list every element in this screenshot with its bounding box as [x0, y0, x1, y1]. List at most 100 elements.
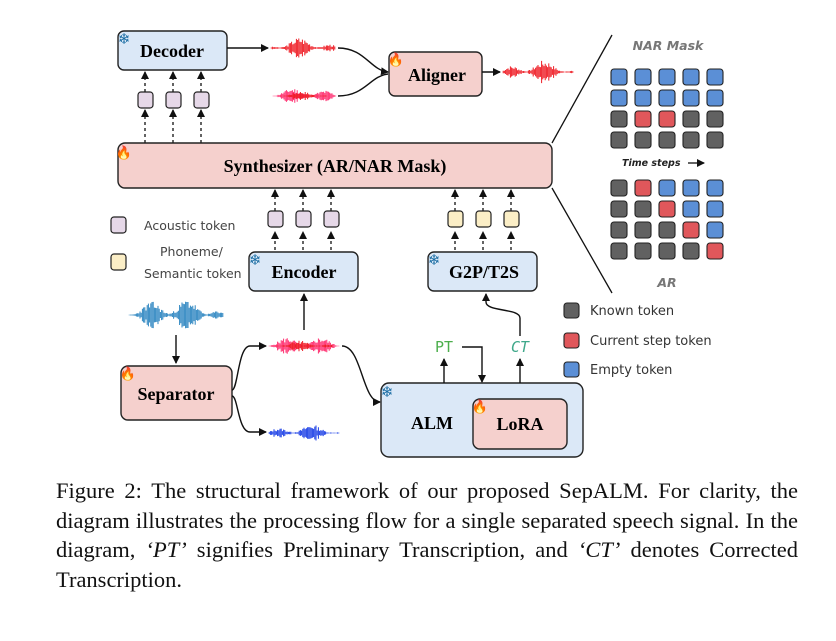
nar-token-cell: [634, 110, 652, 128]
ar-token-cell: [634, 221, 652, 239]
status-legend: Known token Current step token Empty tok…: [563, 302, 712, 378]
ar-token-cell: [634, 179, 652, 197]
fire-icon: 🔥: [116, 145, 132, 160]
caption-part-3: denotes Corrected Transcription.: [56, 537, 799, 592]
separator-out-arrow-2: [231, 395, 267, 436]
decoder-module: Decoder: [117, 30, 228, 71]
encoder-module: Encoder: [248, 251, 359, 292]
ar-token-cell: [706, 200, 724, 218]
snowflake-icon: ❄: [428, 253, 441, 269]
aligned-speech-waveform: [502, 60, 574, 84]
caption-part-2: signifies Preliminary Transcription, and: [186, 537, 578, 562]
separated-speech-waveform-top: [272, 89, 337, 103]
speech-to-alm-arrow: [341, 345, 381, 406]
nar-token-cell: [682, 131, 700, 149]
separator-out-arrow-1: [231, 342, 267, 391]
nar-token-cell: [682, 68, 700, 86]
ar-token-cell: [658, 242, 676, 260]
ar-token-cell: [706, 179, 724, 197]
nar-token-cell: [634, 68, 652, 86]
aligner-in-arrow-2: [337, 73, 389, 97]
ar-token-cell: [706, 221, 724, 239]
ar-token-cell: [682, 200, 700, 218]
ar-title: AR: [656, 275, 676, 290]
nar-mask-grid: [610, 68, 724, 149]
nar-token-cell: [658, 131, 676, 149]
ar-token-cell: [610, 221, 628, 239]
decoder-acoustic-tokens: [137, 91, 210, 109]
zoom-line-top: [551, 34, 613, 144]
ar-token-cell: [610, 242, 628, 260]
current-token-swatch: [563, 332, 580, 349]
g2p-module: G2P/T2S: [427, 251, 538, 292]
nar-token-cell: [634, 89, 652, 107]
pt-label: PT: [435, 338, 453, 356]
caption-pt-term: ‘PT’: [145, 537, 187, 562]
fire-icon: 🔥: [472, 399, 488, 414]
snowflake-icon: ❄: [381, 385, 394, 401]
g2p-token-arrows: [451, 189, 515, 250]
encoder-token-arrows: [271, 189, 335, 250]
phoneme-token-label-2: Semantic token: [144, 266, 242, 281]
nar-token-cell: [634, 131, 652, 149]
pt-to-lora-arrow: [462, 346, 486, 383]
lora-module: LoRA: [472, 398, 568, 450]
nar-mask-title: NAR Mask: [633, 38, 704, 53]
encoder-label: Encoder: [272, 262, 337, 282]
ar-token-cell: [682, 221, 700, 239]
aligner-in-arrow-1: [337, 47, 389, 76]
nar-token-cell: [706, 68, 724, 86]
phoneme-token-swatch: [110, 253, 127, 271]
g2p-label: G2P/T2S: [449, 262, 519, 282]
caption-ct-term: ‘CT’: [577, 537, 621, 562]
nar-token-cell: [610, 110, 628, 128]
fire-icon: 🔥: [388, 52, 404, 67]
separator-label: Separator: [138, 384, 215, 404]
separated-speech-waveform-2: [268, 425, 340, 441]
alm-label: ALM: [411, 413, 453, 433]
phoneme-token-label-1: Phoneme/: [160, 244, 224, 259]
current-token-label: Current step token: [590, 334, 712, 349]
separator-module: Separator: [120, 365, 233, 421]
g2p-phoneme-tokens: [447, 210, 520, 228]
ar-token-cell: [658, 200, 676, 218]
zoom-line-bottom: [551, 187, 613, 294]
empty-token-label: Empty token: [590, 363, 672, 378]
aligner-module: Aligner: [388, 51, 483, 97]
known-token-label: Known token: [590, 304, 674, 319]
nar-token-cell: [682, 89, 700, 107]
ar-token-cell: [610, 179, 628, 197]
fire-icon: 🔥: [120, 366, 136, 381]
nar-token-cell: [610, 131, 628, 149]
acoustic-token-label: Acoustic token: [144, 218, 235, 233]
framework-diagram: Decoder ❄ Aligner 🔥 Synthesizer (AR/NAR …: [110, 30, 724, 458]
snowflake-icon: ❄: [249, 253, 262, 269]
caption-part-1: Figure 2: The structural framework of ou…: [56, 478, 798, 562]
decoder-label: Decoder: [140, 41, 204, 61]
ar-token-cell: [634, 242, 652, 260]
waveform-trace: [280, 92, 328, 100]
waveform-trace: [270, 38, 336, 58]
token-legend: Acoustic token Phoneme/ Semantic token: [110, 216, 242, 281]
encoder-acoustic-tokens: [267, 210, 340, 228]
ar-token-cell: [610, 200, 628, 218]
waveform-trace: [502, 60, 574, 84]
acoustic-token-swatch: [110, 216, 127, 234]
waveform-trace: [275, 340, 334, 352]
nar-token-cell: [658, 68, 676, 86]
waveform-trace: [268, 425, 340, 441]
mixture-speech-waveform: [128, 301, 224, 329]
nar-token-cell: [610, 68, 628, 86]
ct-label: CT: [511, 338, 530, 356]
ar-token-cell: [634, 200, 652, 218]
nar-token-cell: [658, 110, 676, 128]
ct-to-g2p-arrow: [482, 293, 521, 336]
synthesizer-label: Synthesizer (AR/NAR Mask): [224, 156, 447, 177]
decoded-speech-waveform: [270, 38, 336, 58]
ar-grid: [610, 179, 724, 260]
ar-token-cell: [658, 221, 676, 239]
ar-token-cell: [706, 242, 724, 260]
separated-speech-waveform-1: [268, 338, 340, 354]
synthesizer-module: Synthesizer (AR/NAR Mask): [117, 142, 553, 189]
ar-token-cell: [682, 242, 700, 260]
